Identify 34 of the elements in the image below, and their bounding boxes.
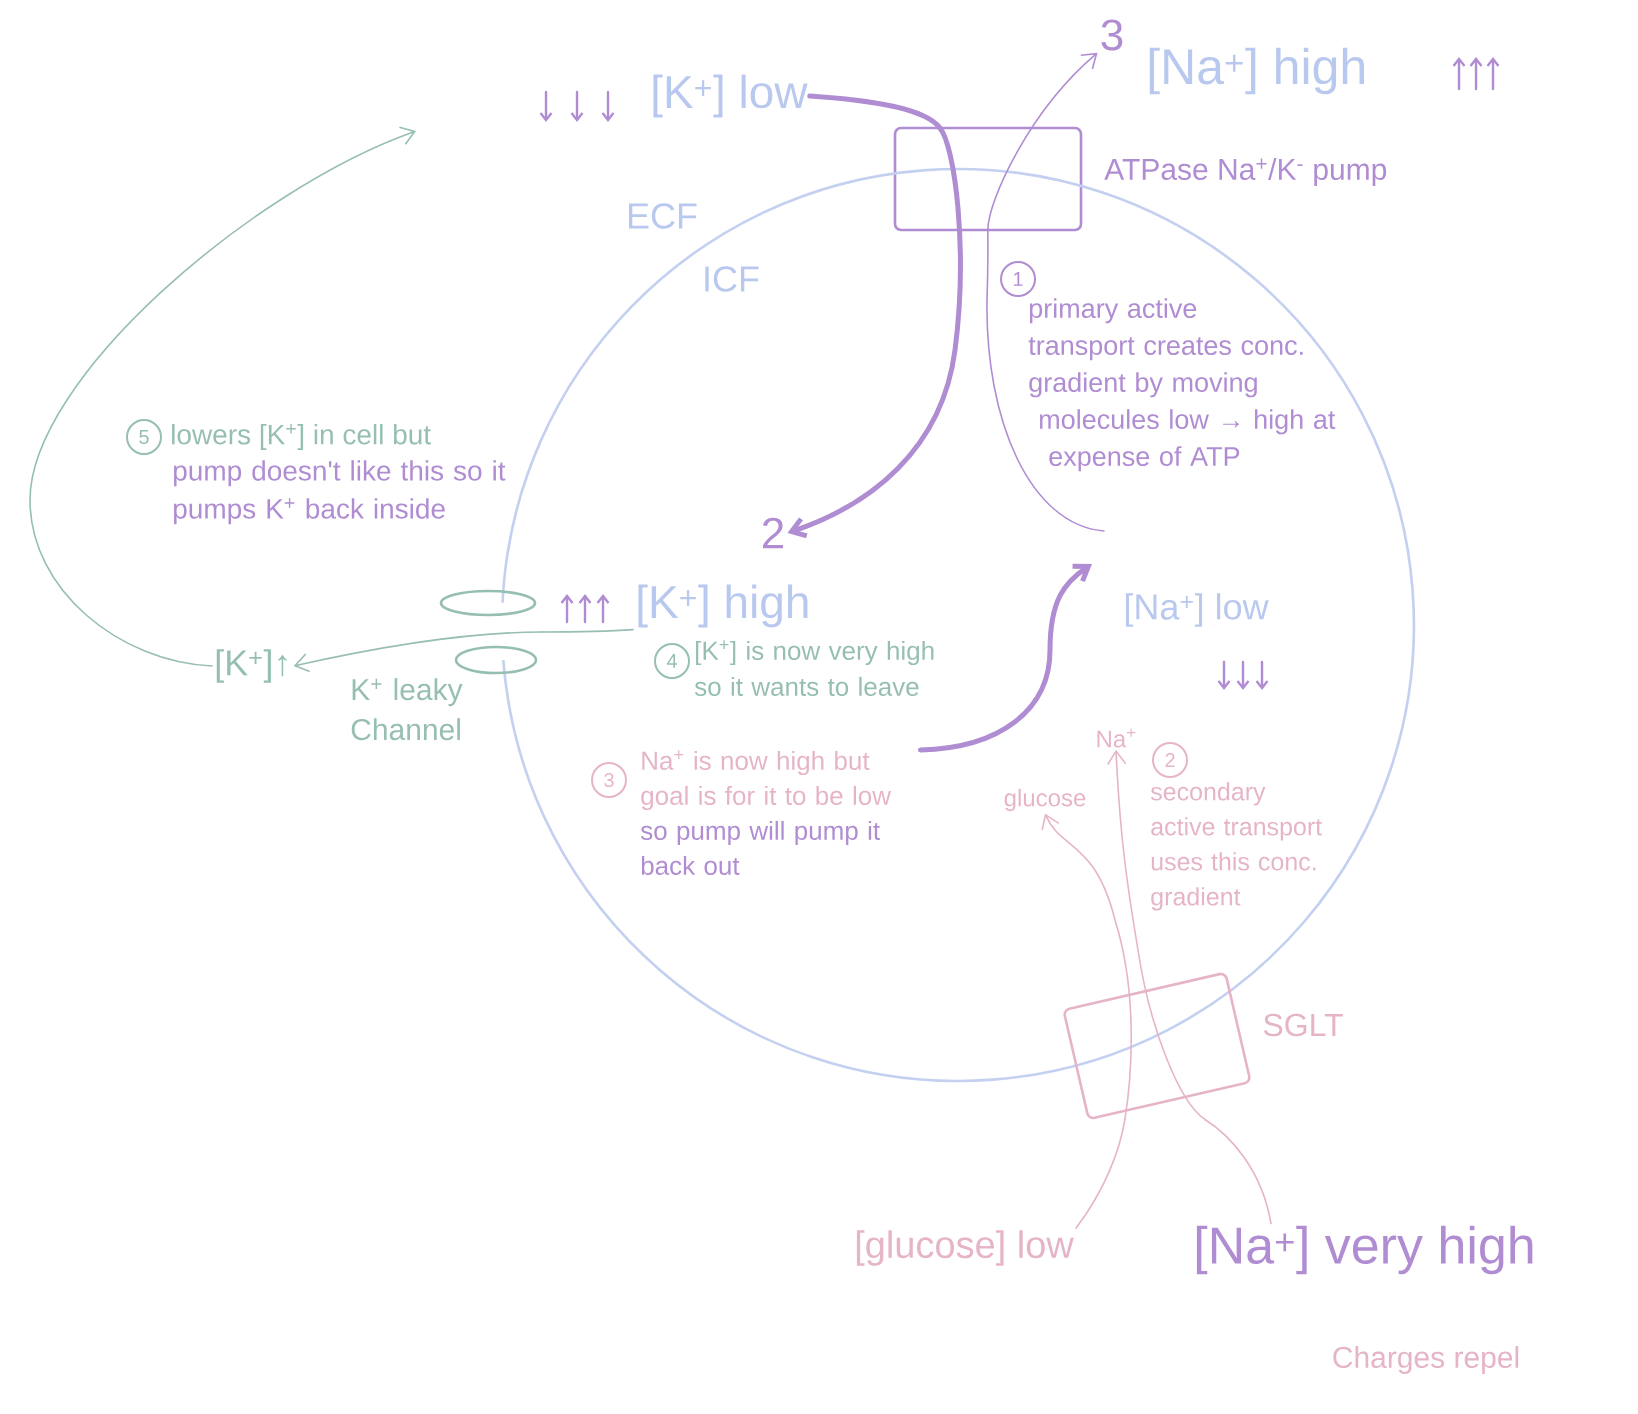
transporter-label: SGLT (1263, 1013, 1343, 1037)
ion-label: Na$^{+}$ (1097, 728, 1136, 748)
concentration-label: [K$^{+}$]↑ (216, 649, 287, 683)
circled-number: 5 (126, 419, 162, 455)
circled-number: 2 (1152, 742, 1188, 778)
channel-label: K$^{+}$ leaky Channel (351, 678, 463, 741)
note-text: Charges repel (1333, 1346, 1519, 1374)
concentration-label: [glucose] low (856, 1230, 1074, 1266)
note-text: lowers [K$^{+}$] in cell but (172, 423, 431, 451)
pump-label: ATPase Na$^{+}$/K$^{-}$ pump (1104, 158, 1387, 186)
curved-arrow (1106, 749, 1206, 1121)
curved-arrow (787, 125, 963, 539)
count-number: 2 (763, 517, 784, 549)
curved-arrow (1041, 813, 1133, 1121)
concentration-label: [Na$^{+}$] high (1149, 47, 1364, 95)
curved-arrow (29, 126, 416, 667)
circled-number: 1 (1000, 261, 1036, 297)
circled-number: 3 (591, 762, 627, 798)
note-text: [K$^{+}$] is now very high so it wants to leave (694, 640, 934, 696)
note-text: Na$^{+}$ is now high but goal is for it to be low so pump will pump it back out (640, 750, 892, 875)
ion-label: glucose (1004, 788, 1086, 812)
region-label: ECF (628, 203, 697, 229)
curved-arrow (917, 563, 1092, 753)
curved-arrow (293, 631, 543, 673)
note-text: primary active transport creates conc. gradient by moving molecules low → high at expense of ATP (1028, 298, 1336, 472)
concentration-label: [K$^{+}$] high (638, 584, 808, 628)
note-text: secondary active transport uses this conc. gradient (1150, 782, 1322, 911)
concentration-label: [K$^{+}$] low (653, 74, 808, 118)
curved-arrow (987, 52, 1098, 231)
count-number: 3 (1101, 19, 1123, 51)
concentration-label: [Na$^{+}$] very high (1196, 1225, 1533, 1275)
circled-number: 4 (654, 643, 690, 679)
concentration-label: [Na$^{+}$] low (1125, 593, 1269, 627)
note-text: pump doesn't like this so it pumps K$^{+}$ back inside (174, 460, 506, 525)
